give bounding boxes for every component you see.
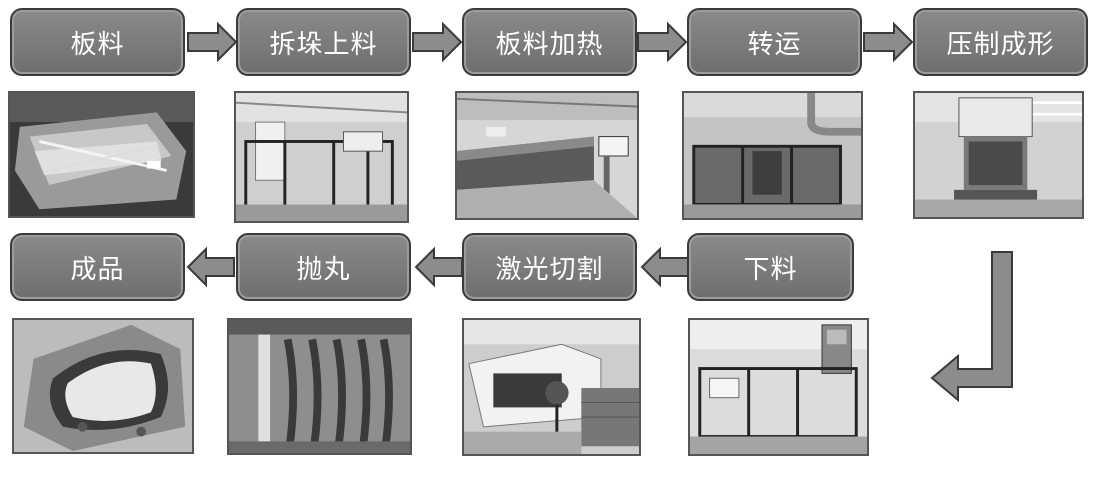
step-finished-product: 成品 xyxy=(10,233,185,301)
photo-finished-product xyxy=(12,318,194,454)
arrow-left-3 xyxy=(186,246,235,288)
arrow-left-1 xyxy=(640,246,689,288)
step-label: 成品 xyxy=(70,254,125,285)
photo-sheet-heating xyxy=(455,91,639,220)
step-laser-cutting: 激光切割 xyxy=(462,233,637,301)
step-label: 转运 xyxy=(747,29,802,60)
step-sheet-material: 板料 xyxy=(10,8,185,76)
arrow-left-2 xyxy=(414,246,463,288)
step-press-forming: 压制成形 xyxy=(913,8,1088,76)
step-label: 拆垛上料 xyxy=(269,29,378,60)
step-label: 压制成形 xyxy=(946,29,1055,60)
arrow-right-3 xyxy=(637,21,688,63)
step-label: 板料 xyxy=(70,29,125,60)
step-transfer: 转运 xyxy=(687,8,862,76)
photo-shot-blasting xyxy=(227,318,412,455)
step-label: 激光切割 xyxy=(495,254,604,285)
photo-laser-cutting xyxy=(462,318,641,456)
arrow-right-1 xyxy=(187,21,238,63)
step-destack-loading: 拆垛上料 xyxy=(236,8,411,76)
step-label: 下料 xyxy=(743,254,798,285)
photo-unloading xyxy=(688,318,869,456)
photo-transfer xyxy=(682,91,863,220)
step-unloading: 下料 xyxy=(687,233,854,301)
arrow-right-2 xyxy=(412,21,463,63)
arrow-right-4 xyxy=(863,21,914,63)
step-sheet-heating: 板料加热 xyxy=(462,8,637,76)
photo-destack-loading xyxy=(234,91,409,223)
step-label: 抛丸 xyxy=(296,254,351,285)
photo-sheet-material xyxy=(8,91,195,218)
arrow-corner xyxy=(930,251,1013,403)
photo-press-forming xyxy=(913,91,1084,219)
step-label: 板料加热 xyxy=(495,29,604,60)
step-shot-blasting: 抛丸 xyxy=(236,233,411,301)
